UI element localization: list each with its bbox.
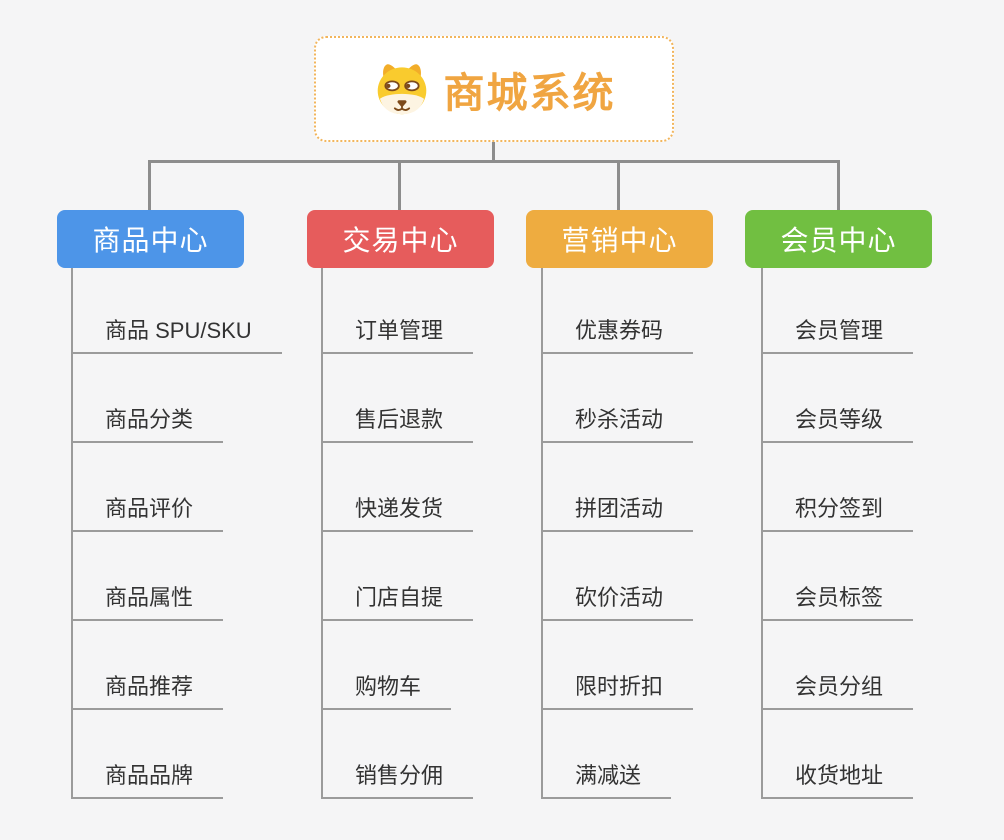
topic-item[interactable]: 会员分组 (763, 621, 914, 710)
topic-item[interactable]: 订单管理 (323, 268, 474, 354)
topic-item[interactable]: 商品属性 (73, 532, 224, 621)
topic-item[interactable]: 购物车 (323, 621, 452, 710)
connector-drop-member (837, 160, 840, 210)
topic-item[interactable]: 砍价活动 (543, 532, 694, 621)
topic-item[interactable]: 商品 SPU/SKU (73, 268, 282, 354)
topic-item[interactable]: 会员标签 (763, 532, 914, 621)
topic-item[interactable]: 售后退款 (323, 354, 474, 443)
topic-item[interactable]: 限时折扣 (543, 621, 694, 710)
connector-drop-trade (398, 160, 401, 210)
branch-children-trade-center: 订单管理 售后退款 快递发货 门店自提 购物车 销售分佣 (321, 268, 474, 799)
topic-item[interactable]: 拼团活动 (543, 443, 694, 532)
branch-node-trade-center[interactable]: 交易中心 (307, 210, 494, 268)
topic-item[interactable]: 满减送 (543, 710, 672, 799)
connector-root-stem (492, 142, 495, 162)
topic-item[interactable]: 优惠券码 (543, 268, 694, 354)
root-title: 商城系统 (443, 70, 616, 116)
topic-item[interactable]: 快递发货 (323, 443, 474, 532)
topic-item[interactable]: 积分签到 (763, 443, 914, 532)
branch-node-product-center[interactable]: 商品中心 (57, 210, 244, 268)
branch-node-marketing-center[interactable]: 营销中心 (526, 210, 713, 268)
topic-item[interactable]: 商品推荐 (73, 621, 224, 710)
dog-face-icon (377, 64, 426, 115)
topic-item[interactable]: 会员管理 (763, 268, 914, 354)
branch-children-product-center: 商品 SPU/SKU 商品分类 商品评价 商品属性 商品推荐 商品品牌 (71, 268, 282, 799)
connector-drop-marketing (617, 160, 620, 210)
branch-children-member-center: 会员管理 会员等级 积分签到 会员标签 会员分组 收货地址 (761, 268, 914, 799)
topic-item[interactable]: 收货地址 (763, 710, 914, 799)
topic-item[interactable]: 商品品牌 (73, 710, 224, 799)
topic-item[interactable]: 商品评价 (73, 443, 224, 532)
branch-children-marketing-center: 优惠券码 秒杀活动 拼团活动 砍价活动 限时折扣 满减送 (541, 268, 694, 799)
topic-item[interactable]: 门店自提 (323, 532, 474, 621)
topic-item[interactable]: 秒杀活动 (543, 354, 694, 443)
branch-node-member-center[interactable]: 会员中心 (745, 210, 932, 268)
connector-drop-product (148, 160, 151, 210)
topic-item[interactable]: 销售分佣 (323, 710, 474, 799)
topic-item[interactable]: 会员等级 (763, 354, 914, 443)
topic-item[interactable]: 商品分类 (73, 354, 224, 443)
root-node[interactable]: 商城系统 (314, 36, 674, 142)
connector-horizontal-bar (148, 160, 840, 163)
